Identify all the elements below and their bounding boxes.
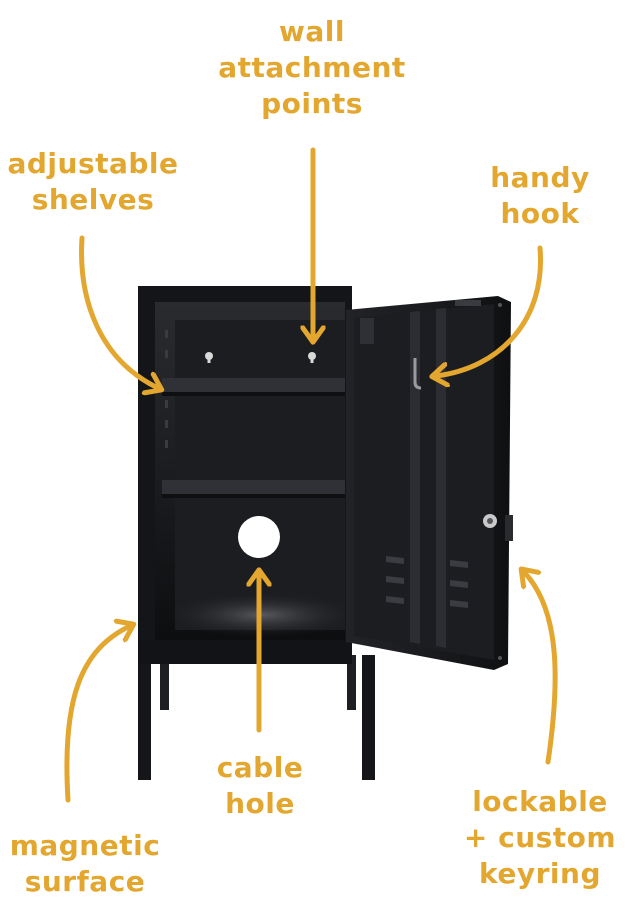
cabinet-legs — [138, 655, 375, 780]
cabinet-door — [346, 296, 513, 670]
arrow-handy-hook — [436, 245, 544, 376]
label-handy-hook: handy hook — [490, 161, 590, 230]
arrow-lockable — [524, 572, 558, 765]
door-lock — [483, 514, 513, 541]
label-adjustable-shelves: adjustable shelves — [7, 147, 179, 216]
label-magnetic-surface: magnetic surface — [9, 829, 161, 898]
door-vents — [386, 556, 468, 608]
cable-hole-opening — [238, 516, 280, 558]
arrow-magnetic-surface — [64, 626, 130, 803]
label-wall-attachment-points: wall attachment points — [218, 15, 406, 120]
annotation-arrows — [64, 147, 558, 803]
label-cable-hole: cable hole — [216, 751, 304, 820]
door-hook — [413, 358, 422, 390]
wall-attachment-keyholes — [205, 352, 316, 363]
label-lockable-custom-keyring: lockable + custom keyring — [463, 785, 617, 890]
cabinet-body — [138, 286, 357, 664]
arrow-adjustable-shelves — [79, 235, 158, 388]
